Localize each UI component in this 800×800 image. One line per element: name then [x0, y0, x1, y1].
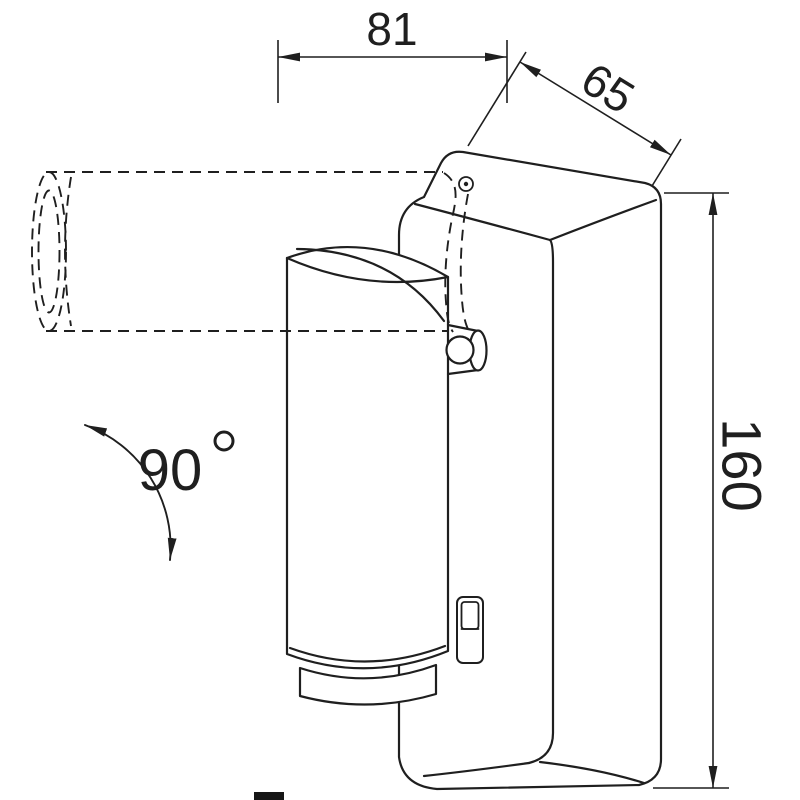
- dim160-label: 160: [711, 418, 774, 511]
- cylinder-top-front-rim: [285, 256, 450, 284]
- cylinder-bottom-rim-inner: [288, 644, 447, 663]
- cylinder-body: [285, 246, 450, 670]
- dim65-extension-left: [467, 51, 527, 147]
- dimension-height-160: 160: [653, 192, 774, 789]
- rotated-ring-arc: [64, 176, 72, 327]
- rotation-annotation: 90: [84, 424, 235, 561]
- lamp-head-cylinder: [285, 246, 450, 706]
- pivot-knuckle: [445, 323, 488, 376]
- cropped-mark: [254, 792, 284, 800]
- rotated-position-dashed: [31, 171, 470, 333]
- dim65-label: 65: [573, 52, 644, 123]
- cylinder-cut-edge: [295, 247, 446, 323]
- dim65-extension-right: [651, 138, 682, 187]
- lens-ring: [298, 663, 438, 706]
- dimension-width-81: 81: [277, 3, 508, 103]
- plate-front-right-edge: [527, 238, 555, 765]
- hidden-pivot-curve-right: [459, 193, 470, 332]
- pivot-bottom-line: [446, 368, 480, 376]
- rotated-end-ellipse-outer: [31, 171, 67, 332]
- rotation-arrow-arc: [84, 424, 177, 561]
- plate-front-top-edge: [413, 202, 552, 242]
- switch-lever: [460, 601, 480, 630]
- plate-front-bottom-edge: [422, 761, 531, 778]
- rotation-angle-label: 90: [138, 438, 203, 503]
- power-switch: [456, 596, 484, 664]
- rotated-end-ellipse-inner: [37, 189, 61, 314]
- pivot-screw: [445, 335, 475, 365]
- pivot-top-line: [446, 323, 480, 333]
- mount-hole-center: [463, 181, 469, 187]
- plate-bottom-right-edge: [538, 760, 646, 785]
- plate-top-right-edge: [548, 198, 658, 242]
- degree-symbol-icon: [213, 430, 235, 452]
- dim81-label: 81: [366, 3, 417, 55]
- hidden-pivot-curve-left: [443, 172, 457, 333]
- dim65-line: [519, 61, 672, 156]
